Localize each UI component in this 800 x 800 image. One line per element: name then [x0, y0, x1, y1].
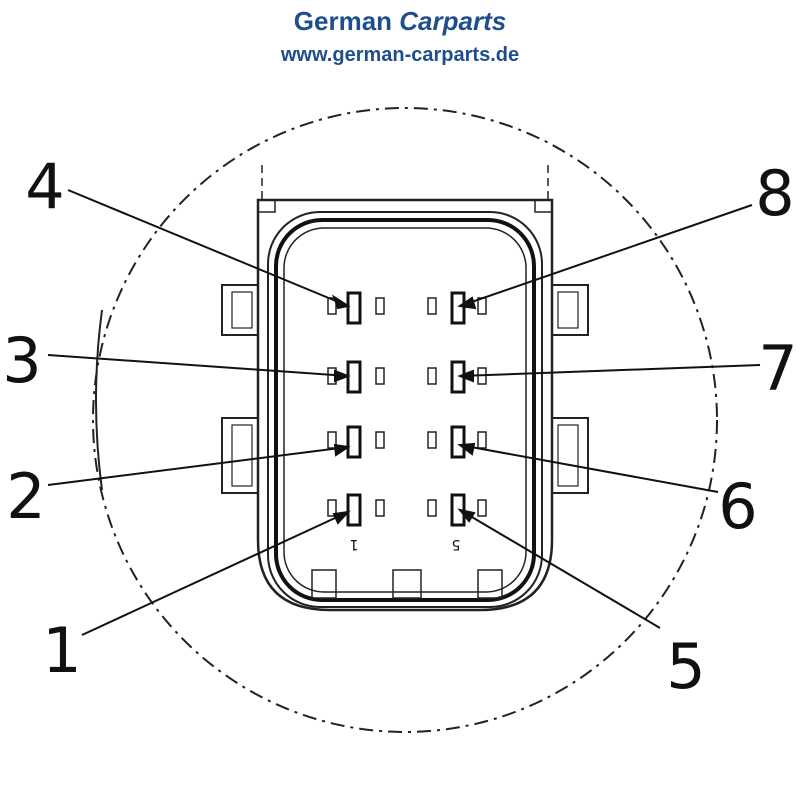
- pin-row-2: [327, 425, 487, 459]
- housing-cavity: [283, 227, 527, 593]
- side-clip-right-upper-inner: [557, 291, 579, 329]
- pin-label-2: 2: [6, 460, 45, 533]
- brand-logo: German Carparts: [0, 6, 800, 36]
- side-clip-left-lower: [221, 417, 259, 494]
- brand-name-part2: Carparts: [399, 6, 507, 36]
- pin-label-1: 1: [42, 614, 81, 687]
- brand-name: German Carparts: [294, 6, 506, 36]
- leader-arrow-7: [457, 369, 474, 383]
- pin-row-4: [327, 291, 487, 325]
- side-arc: [95, 309, 103, 491]
- cavity-mark-5: 5: [452, 536, 461, 552]
- pin-label-8: 8: [755, 157, 794, 230]
- side-clip-left-upper: [221, 284, 259, 336]
- pin-label-5: 5: [666, 630, 705, 703]
- side-clip-left-upper-inner: [231, 291, 253, 329]
- key-right: [477, 569, 503, 599]
- latch-tab-right: [534, 200, 553, 213]
- pin-label-3: 3: [2, 324, 41, 397]
- outline-circle: [92, 107, 718, 733]
- pin-label-4: 4: [25, 150, 64, 223]
- housing-seal-inner: [274, 218, 536, 602]
- leader-arrow-2: [333, 443, 351, 457]
- connector-housing-outer: [256, 198, 554, 612]
- key-left: [311, 569, 337, 599]
- side-clip-right-lower-inner: [557, 424, 579, 487]
- leader-line-5: [459, 509, 661, 629]
- side-clip-right-upper: [551, 284, 589, 336]
- leader-arrow-8: [457, 296, 477, 310]
- pin-label-7: 7: [758, 332, 797, 405]
- brand-name-part1: German: [293, 6, 393, 36]
- leader-line-3: [47, 354, 349, 377]
- leader-arrow-1: [332, 510, 351, 525]
- leader-arrow-5: [457, 508, 476, 523]
- leader-line-7: [459, 364, 761, 377]
- pin-label-6: 6: [718, 470, 757, 543]
- side-clip-right-lower: [551, 417, 589, 494]
- leader-line-1: [81, 511, 349, 636]
- brand-url: www.german-carparts.de: [280, 44, 520, 66]
- cavity-mark-1: 1: [350, 536, 359, 552]
- key-center: [392, 569, 422, 599]
- side-clip-left-lower-inner: [231, 424, 253, 487]
- latch-tab-left: [257, 200, 276, 213]
- leader-line-6: [459, 444, 719, 493]
- leader-arrow-4: [332, 294, 351, 310]
- leader-arrow-6: [457, 442, 476, 456]
- leader-line-8: [459, 204, 753, 307]
- leader-line-4: [67, 189, 349, 307]
- leader-arrow-3: [334, 369, 351, 383]
- leader-line-2: [47, 446, 349, 486]
- housing-seal-outer: [267, 211, 543, 608]
